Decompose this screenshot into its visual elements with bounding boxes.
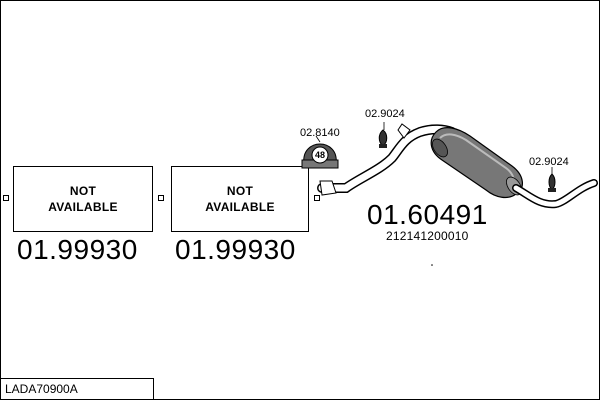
model-code: LADA70900A: [5, 382, 78, 396]
hanger-label-2: 02.9024: [529, 156, 569, 168]
part-number-3: 01.60491: [367, 199, 488, 230]
part-number-1: 01.99930: [17, 234, 138, 265]
exhaust-pipe-fill: [318, 125, 456, 192]
connector-right-box1: [158, 195, 164, 201]
pipe-inlet-end: [319, 180, 337, 196]
connector-left-box1: [3, 195, 9, 201]
not-available-box-1: NOT AVAILABLE: [13, 166, 153, 232]
clamp-badge: 48: [314, 150, 325, 160]
part-number-2: 01.99930: [175, 234, 296, 265]
hanger-1-drawing: [378, 122, 411, 148]
clamp-drawing: [301, 135, 339, 169]
model-code-box: LADA70900A: [0, 378, 154, 400]
clamp-label: 02.8140: [300, 127, 340, 139]
hanger-2-drawing: [548, 167, 556, 192]
hanger-label-1: 02.9024: [365, 108, 405, 120]
not-available-box-2-line2: AVAILABLE: [205, 200, 275, 214]
not-available-box-1-line1: NOT: [69, 184, 97, 198]
not-available-box-2-line1: NOT: [226, 184, 254, 198]
tailpipe-fill: [513, 180, 597, 207]
rear-muffler: [430, 127, 523, 199]
not-available-box-1-line2: AVAILABLE: [48, 200, 118, 214]
stray-dot: [431, 264, 433, 266]
connector-right-box2: [314, 195, 320, 201]
not-available-box-2: NOT AVAILABLE: [171, 166, 309, 232]
oe-number-3: 212141200010: [386, 229, 469, 243]
